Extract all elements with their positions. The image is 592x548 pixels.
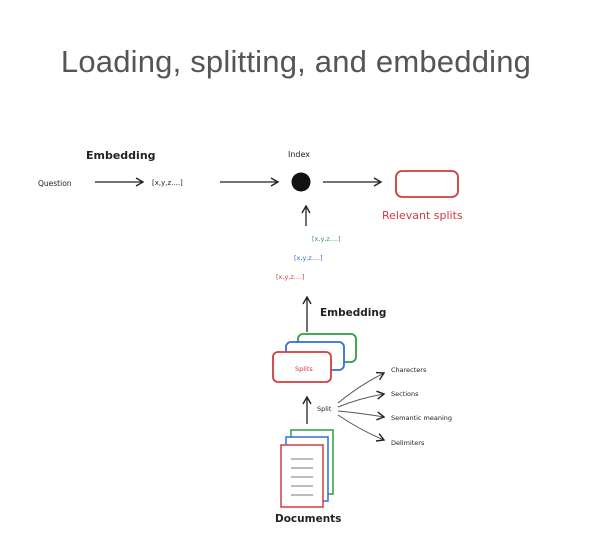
page-title: Loading, splitting, and embedding <box>60 44 532 79</box>
method-delimiters: Delimiters <box>391 439 425 447</box>
split-card-red <box>272 351 332 383</box>
method-arrow-sections <box>337 390 386 408</box>
query-vector-label: [x,y,z....] <box>152 179 183 187</box>
index-node <box>291 172 311 192</box>
method-charecters: Charecters <box>391 366 427 374</box>
splits-label: Splits <box>295 365 313 373</box>
index-label: Index <box>288 150 310 159</box>
split-label: Split <box>317 405 332 413</box>
vector-blue: [x,y,z....] <box>294 254 323 262</box>
method-semantic-meaning: Semantic meaning <box>391 414 452 422</box>
method-arrow-semantic <box>337 410 386 421</box>
relevant-splits-label: Relevant splits <box>382 209 463 222</box>
document-page-red <box>280 444 324 508</box>
method-arrow-delimiters <box>337 414 386 442</box>
method-arrow-charecters <box>337 371 386 404</box>
method-sections: Sections <box>391 390 419 398</box>
question-label: Question <box>38 179 72 188</box>
query-embedding-label: Embedding <box>86 149 156 162</box>
documents-label: Documents <box>275 513 341 525</box>
relevant-splits-box <box>395 170 459 198</box>
vector-red: [x,y,z....] <box>276 273 305 281</box>
document-lines <box>291 458 313 496</box>
vector-green: [x,y,z....] <box>312 235 341 243</box>
embedding-label: Embedding <box>320 307 386 319</box>
